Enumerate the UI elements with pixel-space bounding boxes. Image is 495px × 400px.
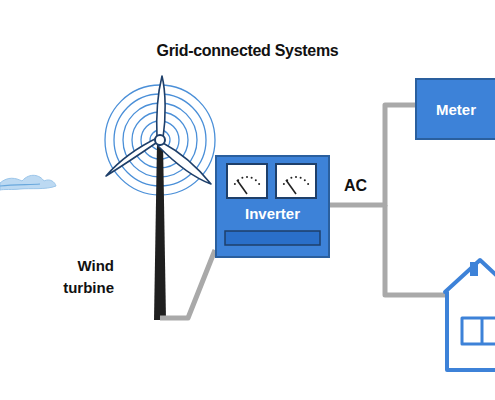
node-label: Meter (417, 101, 495, 118)
edge-label: AC (342, 177, 369, 195)
ac-wire (330, 105, 415, 205)
house-wire (385, 205, 445, 295)
node-label: Inverter (217, 205, 328, 222)
turbine-hub (155, 135, 165, 145)
part-label: Wind turbine (44, 255, 114, 299)
inverter-box: Inverter (215, 155, 330, 258)
turbine-tower (154, 142, 166, 320)
meter-box: Meter (415, 78, 495, 140)
house (445, 260, 495, 370)
wind-gust (0, 175, 56, 190)
turbine-blades (106, 76, 211, 184)
diagram-title: Grid-connected Systems (0, 42, 495, 60)
turbine-wire (160, 250, 215, 318)
